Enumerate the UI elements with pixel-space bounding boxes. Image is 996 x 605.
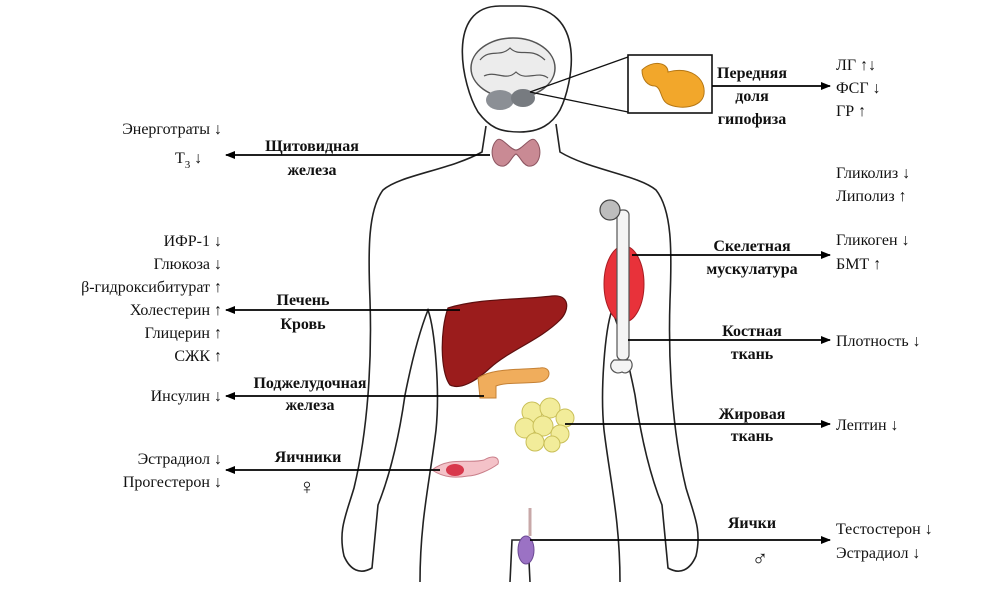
hormone-glycogen: Гликоген ↓: [836, 232, 910, 249]
hormone-testosterone: Тестостерон ↓: [836, 521, 933, 538]
male-symbol-icon: ♂: [752, 546, 769, 571]
head-outline: [461, 5, 573, 133]
hormone-labels-left: Энерготраты ↓ Т3 ↓ ИФР-1 ↓ Глюкоза ↓ β-г…: [81, 121, 222, 491]
label-liver-2: Кровь: [280, 316, 326, 333]
hormone-glycerol: Глицерин ↑: [145, 325, 222, 342]
hormone-fsh: ФСГ ↓: [836, 80, 881, 97]
right-body-outline: [555, 123, 699, 583]
label-pituitary-3: гипофиза: [718, 111, 786, 128]
label-pancreas-1: Поджелудочная: [253, 375, 366, 392]
hormone-energy: Энерготраты ↓: [122, 121, 222, 138]
label-pancreas-2: железа: [286, 397, 335, 414]
brain-icon: [470, 37, 556, 110]
hormone-t3: Т3 ↓: [175, 150, 202, 171]
arm-bone-muscle-icon: [599, 199, 645, 374]
hormone-glucose: Глюкоза ↓: [154, 256, 222, 273]
hormone-igf1: ИФР-1 ↓: [164, 233, 222, 250]
label-bone-2: ткань: [731, 346, 774, 363]
label-pituitary-1: Передняя: [717, 65, 787, 82]
hormone-density: Плотность ↓: [836, 333, 921, 350]
label-ovaries: Яичники: [275, 449, 342, 466]
label-thyroid-2: железа: [288, 162, 337, 179]
arrows: [225, 82, 831, 544]
hormone-labels-right: ЛГ ↑↓ ФСГ ↓ ГР ↑ Гликолиз ↓ Липолиз ↑ Гл…: [836, 57, 933, 562]
hormone-t3-letter: Т: [175, 150, 185, 167]
label-bone-1: Костная: [722, 323, 782, 340]
hormone-ffa: СЖК ↑: [174, 348, 222, 365]
hormone-estradiol-male: Эстрадиол ↓: [836, 545, 920, 562]
pancreas-icon: [477, 367, 550, 399]
liver-icon: [441, 295, 568, 388]
hormone-lh: ЛГ ↑↓: [836, 57, 876, 74]
label-muscle-1: Скелетная: [713, 238, 791, 255]
testis-icon: [517, 508, 535, 565]
hormone-bmt: БМТ ↑: [836, 256, 881, 273]
label-liver-1: Печень: [277, 292, 330, 309]
hormone-leptin: Лептин ↓: [836, 417, 899, 434]
label-pituitary-2: доля: [735, 88, 769, 105]
hormone-progesterone: Прогестерон ↓: [123, 474, 222, 491]
label-testes: Яички: [728, 515, 776, 532]
hormone-bhb: β-гидроксибитурат ↑: [81, 279, 222, 296]
fat-tissue-icon: [514, 397, 575, 453]
hormone-insulin: Инсулин ↓: [151, 388, 222, 405]
left-body-outline: [341, 125, 487, 583]
hormone-t3-arrow: ↓: [190, 150, 202, 167]
label-muscle-2: мускулатура: [706, 261, 797, 278]
body-outline: [341, 5, 699, 583]
hormone-glycolysis: Гликолиз ↓: [836, 165, 910, 182]
label-fat-2: ткань: [731, 428, 774, 445]
hormone-lipolysis: Липолиз ↑: [836, 188, 907, 205]
female-symbol-icon: ♀: [299, 474, 316, 499]
ovary-icon: [431, 456, 499, 478]
hormone-gh: ГР ↑: [836, 103, 866, 120]
pituitary-box: [529, 54, 713, 114]
organ-labels: Передняя доля гипофиза Щитовидная железа…: [253, 65, 797, 532]
label-fat-1: Жировая: [719, 406, 786, 423]
hormone-t3-sub: 3: [185, 159, 191, 171]
thyroid-icon: [491, 138, 541, 167]
label-thyroid-1: Щитовидная: [265, 138, 359, 155]
hormone-cholesterol: Холестерин ↑: [130, 302, 222, 319]
hormone-estradiol-female: Эстрадиол ↓: [138, 451, 222, 468]
